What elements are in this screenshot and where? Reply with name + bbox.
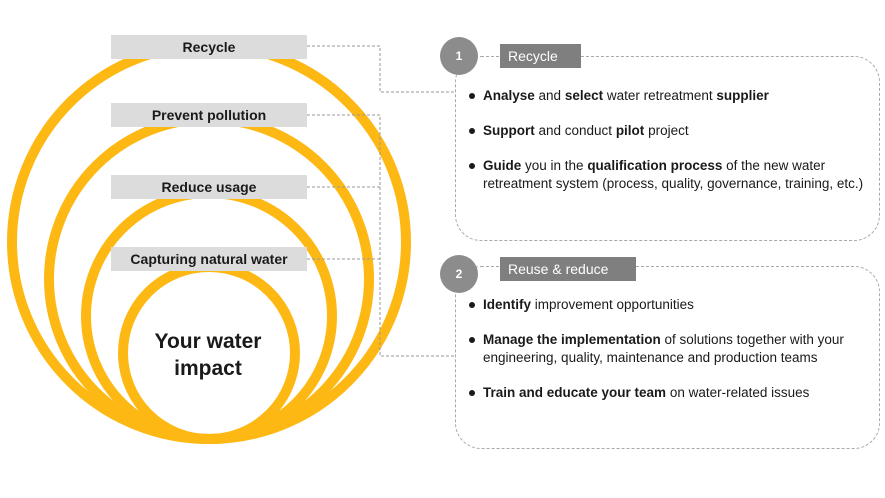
panel-1-item: Guide you in the qualification process o… xyxy=(468,157,868,193)
connector-recycle xyxy=(307,45,455,93)
center-line-2: impact xyxy=(174,357,242,380)
panel-recycle xyxy=(455,56,880,241)
panel-1-item: Support and conduct pilot project xyxy=(468,122,868,140)
panel-2-item: Manage the implementation of solutions t… xyxy=(468,331,868,367)
ring-label-recycle: Recycle xyxy=(111,35,307,59)
panel-reuse-reduce xyxy=(455,266,880,449)
ring-label-capturing-natural-water: Capturing natural water xyxy=(111,247,307,271)
panel-1-item: Analyse and select water retreatment sup… xyxy=(468,87,868,105)
panel-1-number-badge: 1 xyxy=(440,37,478,75)
connector-prevent-pollution xyxy=(307,114,455,357)
panel-2-title: Reuse & reduce xyxy=(500,257,636,281)
panel-2-item: Train and educate your team on water-rel… xyxy=(468,384,868,402)
ring-prevent-pollution xyxy=(44,114,374,444)
ring-reduce-usage xyxy=(81,188,337,444)
center-line-1: Your water xyxy=(154,330,262,353)
panel-2-bullets: Identify improvement opportunities Manag… xyxy=(468,296,868,402)
panel-2-item: Identify improvement opportunities xyxy=(468,296,868,314)
center-label: Your water impact xyxy=(118,328,298,382)
panel-1-bullets: Analyse and select water retreatment sup… xyxy=(468,87,868,193)
panel-2-number-badge: 2 xyxy=(440,255,478,293)
panel-1-title: Recycle xyxy=(500,44,581,68)
ring-label-prevent-pollution: Prevent pollution xyxy=(111,103,307,127)
ring-label-reduce-usage: Reduce usage xyxy=(111,175,307,199)
